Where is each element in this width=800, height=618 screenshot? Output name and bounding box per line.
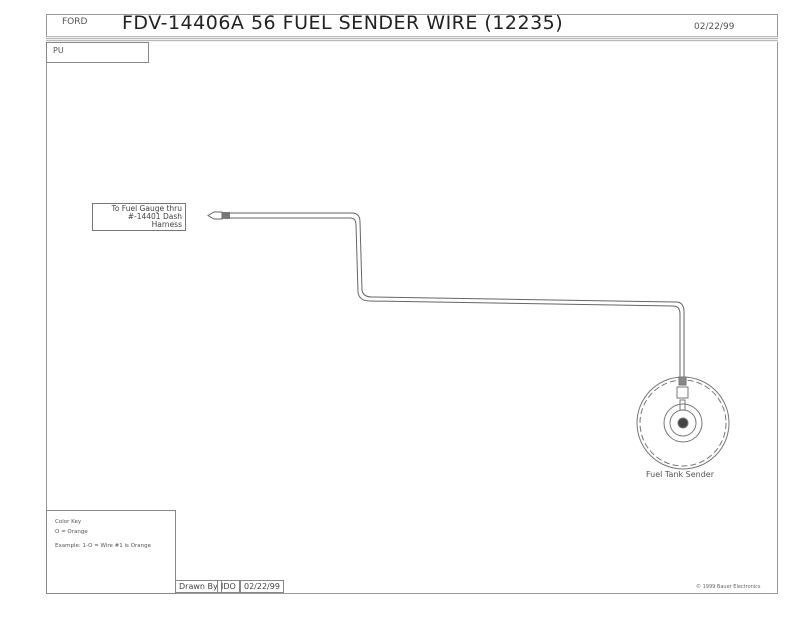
fuel-sender-wire (228, 212, 685, 378)
drawn-by-value: IDO (217, 580, 240, 593)
wire-destination-label: To Fuel Gauge thru #-14401 Dash Harness (92, 203, 186, 231)
wire-label-line2: #-14401 Dash Harness (127, 212, 182, 229)
fuel-tank-sender (636, 376, 730, 470)
wire-label-line1: To Fuel Gauge thru (111, 204, 182, 213)
connector-terminal (207, 211, 230, 220)
color-key-title: Color Key (55, 519, 82, 525)
vehicle-box: PU (46, 42, 149, 63)
drawn-date: 02/22/99 (240, 580, 284, 593)
drawing-title: FDV-14406A 56 FUEL SENDER WIRE (12235) (122, 12, 564, 34)
brand-label: FORD (62, 17, 88, 27)
sender-label: Fuel Tank Sender (646, 470, 714, 479)
color-key-example: Example: 1-O = Wire #1 is Orange (55, 543, 151, 549)
color-key-entry: O = Orange (55, 529, 88, 535)
drawing-frame (46, 14, 778, 594)
header-separator (46, 36, 778, 42)
header-date: 02/22/99 (694, 22, 735, 32)
copyright: © 1999 Bauer Electronics (696, 584, 761, 590)
color-key-box: Color Key O = Orange Example: 1-O = Wire… (46, 510, 176, 594)
drawn-by-label: Drawn By (175, 580, 222, 593)
